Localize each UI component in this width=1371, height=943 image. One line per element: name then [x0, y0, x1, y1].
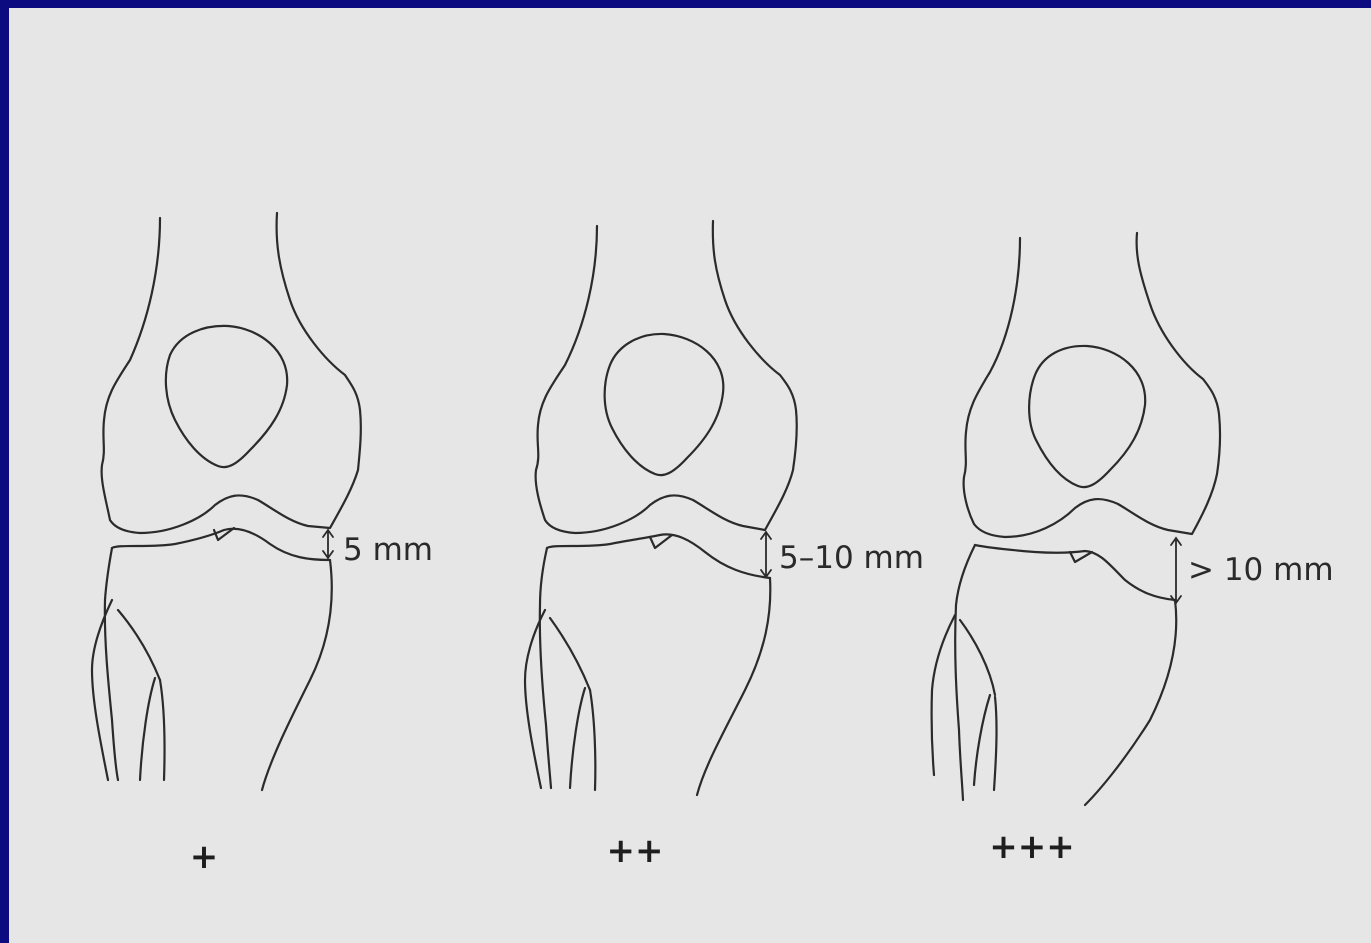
tibial-spine — [1070, 552, 1092, 562]
fibula-shaft-2 — [160, 680, 165, 780]
gap-arrow — [1171, 538, 1181, 603]
gap-measurement-label: 5–10 mm — [779, 540, 924, 576]
tibia-outline-left — [955, 545, 975, 800]
gap-arrow — [323, 530, 333, 558]
gap-arrow — [761, 532, 771, 577]
knee-figure-2: 5–10 mm ++ — [525, 221, 924, 871]
knee-figure-1: 5 mm + — [92, 213, 433, 877]
gap-measurement-label: > 10 mm — [1188, 552, 1334, 588]
femur-outline — [102, 213, 361, 533]
gap-measurement-label: 5 mm — [343, 532, 433, 568]
fibula-right-edge — [960, 620, 995, 695]
tibial-plateau — [547, 534, 770, 578]
patella-outline — [1029, 346, 1145, 487]
fibula-left — [525, 610, 545, 788]
patella-outline — [166, 326, 287, 467]
patella-outline — [605, 334, 724, 475]
femur-outline — [964, 233, 1220, 537]
tibia-outline-right — [697, 578, 770, 795]
fibula-shaft-1 — [140, 678, 155, 780]
tibia-outline-left — [540, 548, 551, 788]
tibia-outline-right — [262, 560, 332, 790]
grade-label: + — [190, 837, 219, 877]
fibula-shaft-2 — [590, 690, 595, 790]
tibia-outline-right — [1085, 600, 1176, 805]
grade-label: ++ — [607, 831, 664, 871]
fibula-shaft-1 — [974, 695, 990, 785]
fibula-shaft-2 — [994, 697, 997, 790]
tibial-plateau — [975, 545, 1175, 600]
grade-label: +++ — [989, 827, 1074, 867]
fibula-left — [932, 615, 955, 775]
knee-figure-3: > 10 mm +++ — [932, 233, 1334, 867]
tibia-outline-left — [105, 548, 118, 780]
fibula-shaft-1 — [570, 688, 585, 788]
fibula-right-edge — [550, 618, 590, 690]
fibula-right-edge — [118, 610, 160, 680]
femur-outline — [536, 221, 797, 533]
